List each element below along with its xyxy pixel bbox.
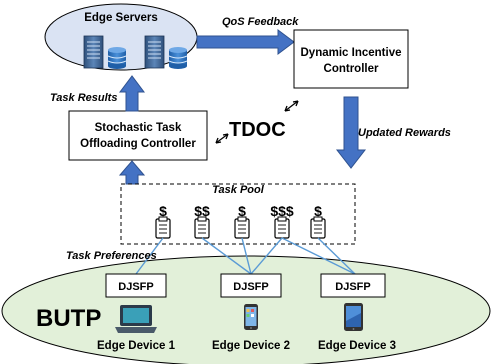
- edge-device-name: Edge Device 1: [97, 340, 176, 352]
- qos-feedback-arrow: [196, 29, 295, 55]
- task-price: $$: [194, 203, 210, 219]
- edge-servers-label: Edge Servers: [84, 12, 158, 24]
- edge-device-name: Edge Device 2: [212, 340, 290, 352]
- dynamic-incentive-label-line1: Dynamic Incentive: [301, 47, 402, 59]
- edge-device-2: DJSFP Edge Device 2: [212, 273, 290, 352]
- task-preferences-label: Task Preferences: [66, 250, 157, 262]
- task-price: $: [159, 203, 167, 219]
- qos-feedback-label: QoS Feedback: [222, 16, 299, 28]
- clipboard-icon: [274, 216, 290, 239]
- updated-rewards-arrow: [335, 96, 367, 169]
- stochastic-controller-label-line1: Stochastic Task: [95, 122, 182, 134]
- database-icon: [168, 47, 188, 69]
- task-item: $: [234, 203, 250, 239]
- clipboard-icon: [155, 216, 171, 239]
- task-item: $$: [194, 203, 210, 239]
- server-rack-icon: [83, 35, 104, 69]
- task-pool-label: Task Pool: [212, 184, 264, 196]
- djsfp-module-label: DJSFP: [335, 281, 370, 293]
- task-item: $: [310, 203, 326, 239]
- dynamic-incentive-label-line2: Controller: [324, 63, 379, 75]
- laptop-icon: [115, 305, 157, 333]
- butp-label: BUTP: [36, 305, 101, 332]
- edge-servers-node: Edge Servers: [44, 3, 198, 71]
- task-pool-node: Task Pool: [120, 183, 356, 245]
- clipboard-icon: [194, 216, 210, 239]
- djsfp-module-label: DJSFP: [233, 281, 268, 293]
- edge-device-1: DJSFP Edge Device 1: [97, 273, 176, 352]
- updated-rewards-label: Updated Rewards: [358, 127, 451, 139]
- edge-device-name: Edge Device 3: [318, 340, 396, 352]
- stochastic-task-offloading-controller-node: Stochastic Task Offloading Controller: [68, 110, 208, 161]
- task-price: $$$: [270, 203, 294, 219]
- tablet-icon: [344, 303, 363, 331]
- task-results-arrow: [119, 75, 145, 112]
- task-preference-links: [135, 237, 356, 275]
- tdoc-link-arrow-left: [215, 133, 229, 144]
- clipboard-icon: [310, 216, 326, 239]
- task-price: $: [238, 203, 246, 219]
- clipboard-icon: [234, 216, 250, 239]
- tdoc-label: TDOC: [229, 119, 286, 141]
- database-icon: [107, 47, 127, 69]
- server-rack-icon: [144, 35, 165, 69]
- task-pool-to-controller-arrow: [118, 160, 146, 185]
- smartphone-icon: [244, 304, 258, 330]
- djsfp-module-label: DJSFP: [118, 281, 153, 293]
- edge-device-3: DJSFP Edge Device 3: [318, 273, 396, 352]
- dynamic-incentive-controller-node: Dynamic Incentive Controller: [293, 29, 409, 89]
- task-item: $: [155, 203, 171, 239]
- task-results-label: Task Results: [50, 92, 117, 104]
- stochastic-controller-label-line2: Offloading Controller: [80, 138, 196, 150]
- task-price: $: [314, 203, 322, 219]
- tdoc-link-arrow-right: [284, 100, 299, 112]
- task-item: $$$: [270, 203, 294, 239]
